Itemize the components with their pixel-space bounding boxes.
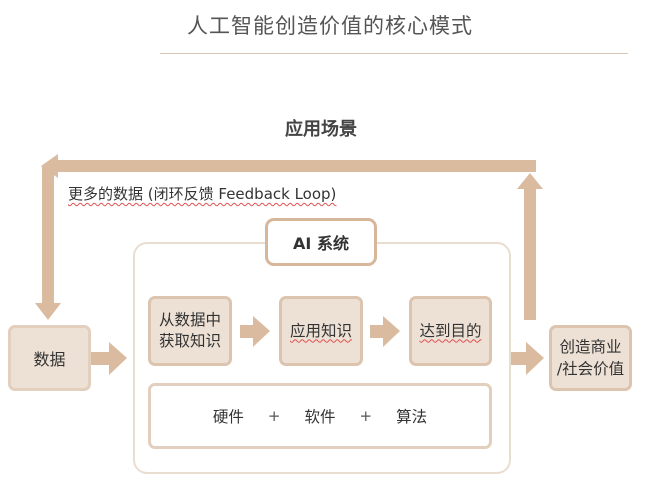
plus-sign-2: + — [359, 407, 373, 425]
data-to-ai-arrow-head — [109, 342, 127, 375]
step1-to-step2-arrow-body — [240, 325, 254, 338]
foundation-algorithm: 算法 — [396, 408, 428, 426]
feedback-loop-label: 更多的数据 (闭环反馈 Feedback Loop) — [68, 185, 337, 203]
application-scene-label: 应用场景 — [285, 119, 357, 140]
ai-to-value-arrow-body — [511, 352, 528, 365]
page-title: 人工智能创造价值的核心模式 — [187, 14, 473, 38]
step-acquire-knowledge-line1: 从数据中 — [158, 311, 221, 329]
feedback-arrow-up-head — [517, 173, 543, 189]
feedback-arrow-top-horizontal — [55, 160, 536, 172]
foundation-box: 硬件 + 软件 + 算法 — [148, 383, 492, 449]
data-to-ai-arrow-body — [91, 352, 111, 365]
step-achieve-goal-label: 达到目的 — [419, 321, 482, 340]
foundation-software: 软件 — [304, 408, 336, 426]
plus-sign-1: + — [267, 407, 281, 425]
ai-to-value-arrow-head — [526, 342, 544, 375]
value-node-line2: /社会价值 — [556, 360, 625, 378]
feedback-arrow-left-vertical — [42, 166, 54, 306]
step2-to-step3-arrow-head — [383, 316, 400, 347]
feedback-arrow-right-vertical — [524, 183, 536, 320]
value-node: 创造商业 /社会价值 — [549, 325, 632, 391]
step-acquire-knowledge-line2: 获取知识 — [158, 332, 221, 350]
foundation-hardware: 硬件 — [212, 408, 244, 426]
step2-to-step3-arrow-body — [370, 325, 384, 338]
step-achieve-goal: 达到目的 — [409, 296, 492, 366]
step-acquire-knowledge: 从数据中 获取知识 — [148, 296, 232, 366]
data-node: 数据 — [8, 325, 91, 391]
feedback-arrow-down-head — [35, 303, 61, 320]
step-apply-knowledge: 应用知识 — [279, 296, 363, 366]
ai-system-title: AI 系统 — [265, 218, 377, 266]
step-apply-knowledge-label: 应用知识 — [289, 321, 352, 340]
title-divider — [160, 53, 628, 54]
value-node-line1: 创造商业 — [559, 338, 622, 356]
step1-to-step2-arrow-head — [253, 316, 270, 347]
